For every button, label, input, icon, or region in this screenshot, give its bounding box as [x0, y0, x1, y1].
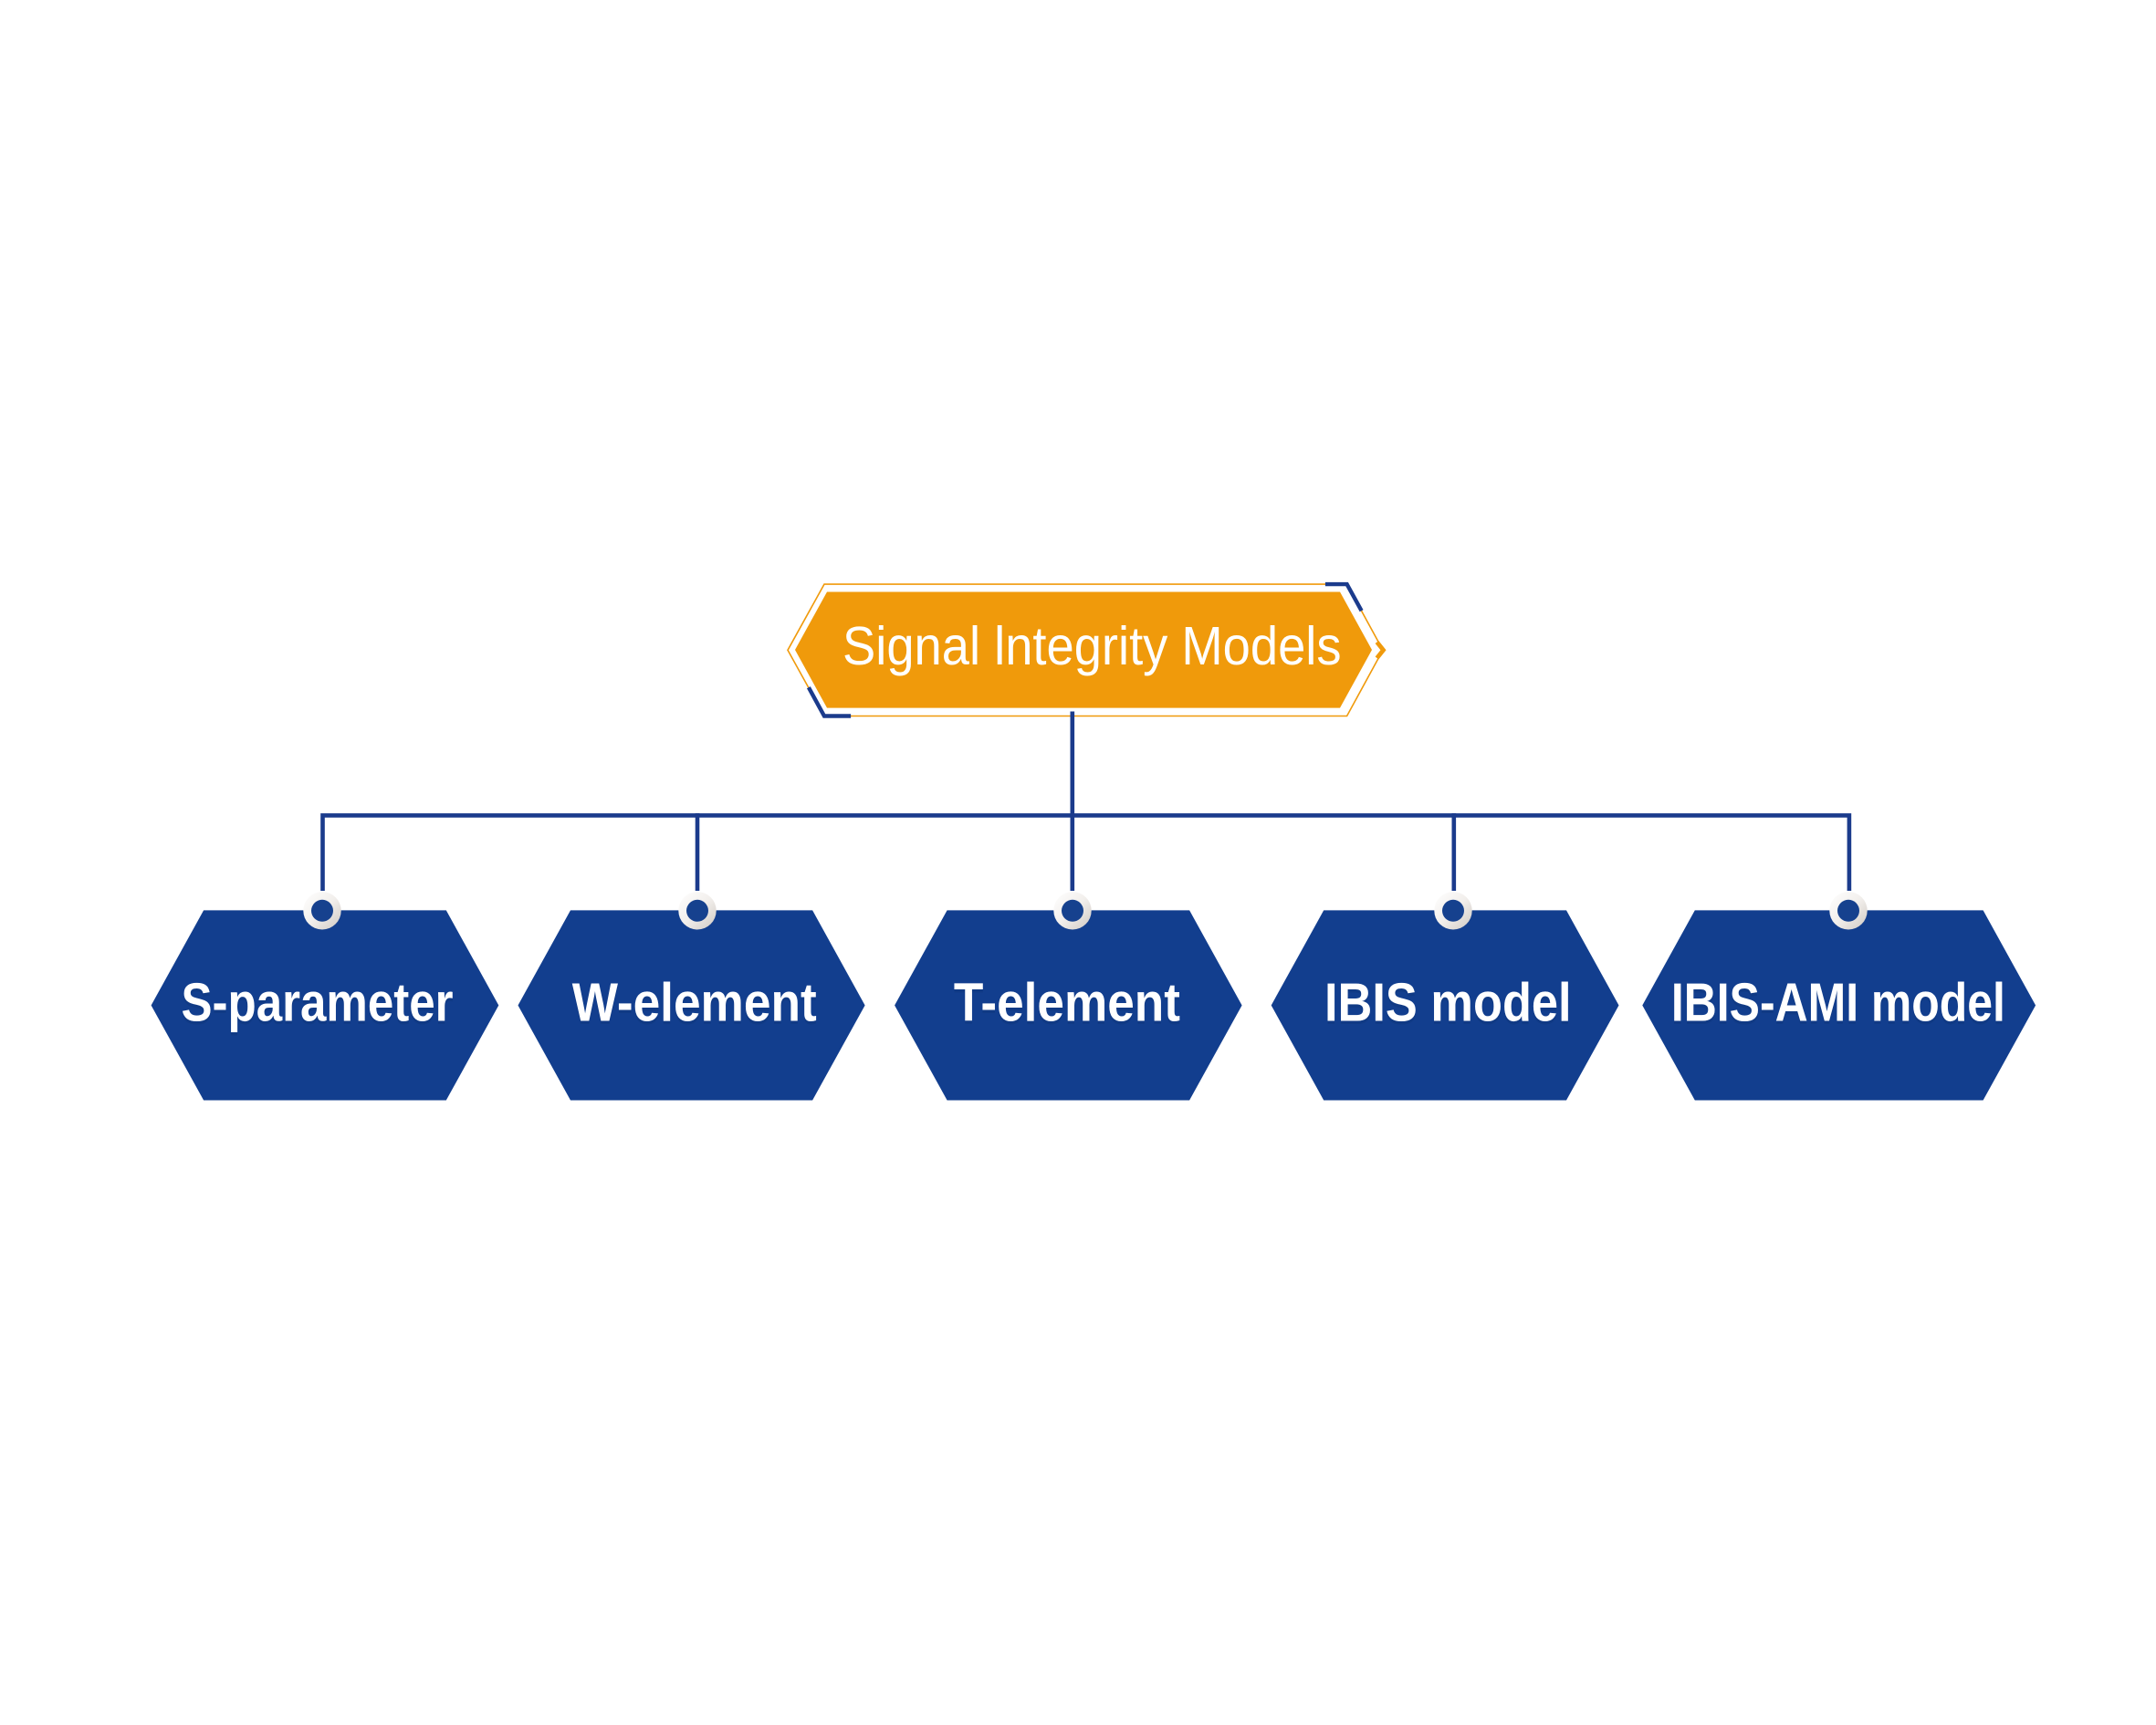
svg-text:W-element: W-element	[572, 972, 817, 1033]
svg-text:IBIS-AMI model: IBIS-AMI model	[1671, 972, 2005, 1033]
svg-text:T-element: T-element	[954, 975, 1180, 1036]
svg-text:IBIS model: IBIS model	[1324, 975, 1572, 1036]
svg-text:S-parameter: S-parameter	[182, 975, 454, 1036]
svg-text:T-element: T-element	[954, 972, 1180, 1033]
svg-text:W-element: W-element	[572, 975, 817, 1036]
svg-text:Signal lntegrity Models: Signal lntegrity Models	[843, 615, 1342, 676]
svg-text:S-parameter: S-parameter	[182, 972, 454, 1033]
svg-text:IBIS model: IBIS model	[1324, 972, 1572, 1033]
svg-text:IBIS-AMI model: IBIS-AMI model	[1671, 975, 2005, 1036]
